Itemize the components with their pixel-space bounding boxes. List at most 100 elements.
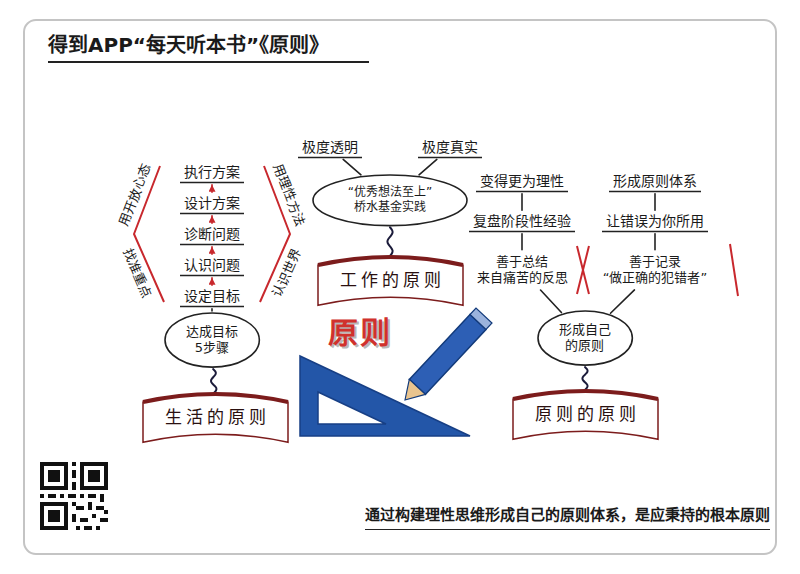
link-line [343,159,361,174]
ribbon-body [513,391,658,439]
qr-finder [48,510,60,522]
topic-ellipse: “优秀想法至上” 桥水基金实践 [312,174,468,227]
underline [476,191,568,193]
ribbon-edge [318,257,463,265]
link-line [610,290,634,313]
cross-line [730,244,738,296]
underlined-item: 形成原则体系 [609,171,701,193]
ribbon-banner: 工作的原则 [318,257,463,305]
node-text: 诊断问题 [184,226,240,244]
link-line [211,309,213,311]
qr-finder [84,466,104,486]
underlined-item: 让错误为你所用 [602,211,708,233]
link-line [419,159,437,174]
qr-finder [44,506,64,526]
step-arrow [211,278,213,286]
text-item: 善于记录 “做正确的犯错者” [592,251,718,290]
underlined-item: 诊断问题 [180,224,244,246]
ribbon-banner: 生活的原则 [143,394,288,442]
underlined-item: 认识问题 [180,255,244,277]
logo-text: 原则 [328,315,392,351]
underline [418,157,482,159]
banner-text: 工作的原则 [336,270,445,291]
node-text: 执行方案 [184,164,240,182]
side-note: 找准重点 [119,246,154,300]
underlined-item: 设计方案 [180,193,244,215]
underline [609,191,701,193]
node-text: “优秀想法至上” 桥水基金实践 [340,185,440,215]
underlined-item: 设定目标 [180,286,244,308]
node-text: 形成原则体系 [613,173,697,191]
underline [180,244,244,246]
cross-line [577,246,589,294]
side-note: 认识世界 [269,246,304,300]
node-text: 善于记录 “做正确的犯错者” [596,254,714,287]
underline [180,213,244,215]
underline [298,157,362,159]
summary-caption: 通过构建理性思维形成自己的原则体系，是应秉持的根本原则 [365,506,770,530]
side-note: 用开放心态 [116,162,154,228]
underlined-item: 执行方案 [180,162,244,184]
qr-modules [40,462,108,530]
link-line [521,194,523,211]
underline [469,231,575,233]
step-arrow [211,185,213,193]
squiggle-connector [211,369,216,393]
ribbon-edge [513,391,658,399]
qr-finder [88,470,100,482]
squiggle-connector [387,227,392,256]
underlined-item: 极度真实 [418,137,482,159]
side-note: 用理性方法 [270,162,308,228]
qr-finder [80,462,108,490]
ellipse-outline [313,175,467,226]
node-text: 达成目标 5步骤 [183,324,241,357]
link-line [541,290,562,313]
underline [180,182,244,184]
ellipse-outline [538,311,632,365]
page-frame [24,20,776,554]
qr-code [40,462,108,530]
qr-finder [44,466,64,486]
qr-finder [40,462,68,490]
node-text: 形成自己 的原则 [556,322,614,355]
node-text: 认识问题 [184,257,240,275]
link-line [521,234,523,250]
ellipse-outline [165,313,259,367]
underline [180,306,244,308]
node-text: 让错误为你所用 [606,213,704,231]
qr-finder [48,470,60,482]
node-text: 变得更为理性 [480,173,564,191]
node-text: 善于总结 来自痛苦的反思 [474,254,570,287]
node-text: 极度真实 [422,139,478,157]
underlined-item: 复盘阶段性经验 [469,211,575,233]
cross-line [577,246,589,294]
pencil-cap [470,308,492,330]
underline [180,275,244,277]
ribbon-edge [143,394,288,402]
underlined-item: 极度透明 [298,137,362,159]
banner-text: 原则的原则 [531,404,640,425]
node-text: 复盘阶段性经验 [473,213,571,231]
ribbon-body [318,257,463,305]
pencil-body [409,315,486,395]
topic-ellipse: 形成自己 的原则 [537,310,633,366]
topic-ellipse: 达成目标 5步骤 [164,312,260,368]
pencil-tip [405,379,425,400]
node-text: 设计方案 [184,195,240,213]
qr-finder [40,502,68,530]
node-text: 设定目标 [184,288,240,306]
node-text: 极度透明 [302,139,358,157]
step-arrow [211,247,213,255]
text-item: 善于总结 来自痛苦的反思 [470,251,574,290]
step-arrow [211,216,213,224]
banner-text: 生活的原则 [161,407,270,428]
qr-ground [40,462,108,530]
link-line [654,194,656,211]
ribbon-body [143,394,288,442]
underline [602,231,708,233]
page-title: 得到APP“每天听本书”《原则》 [48,32,369,63]
squiggle-connector [582,367,587,390]
ribbon-banner: 原则的原则 [513,391,658,439]
